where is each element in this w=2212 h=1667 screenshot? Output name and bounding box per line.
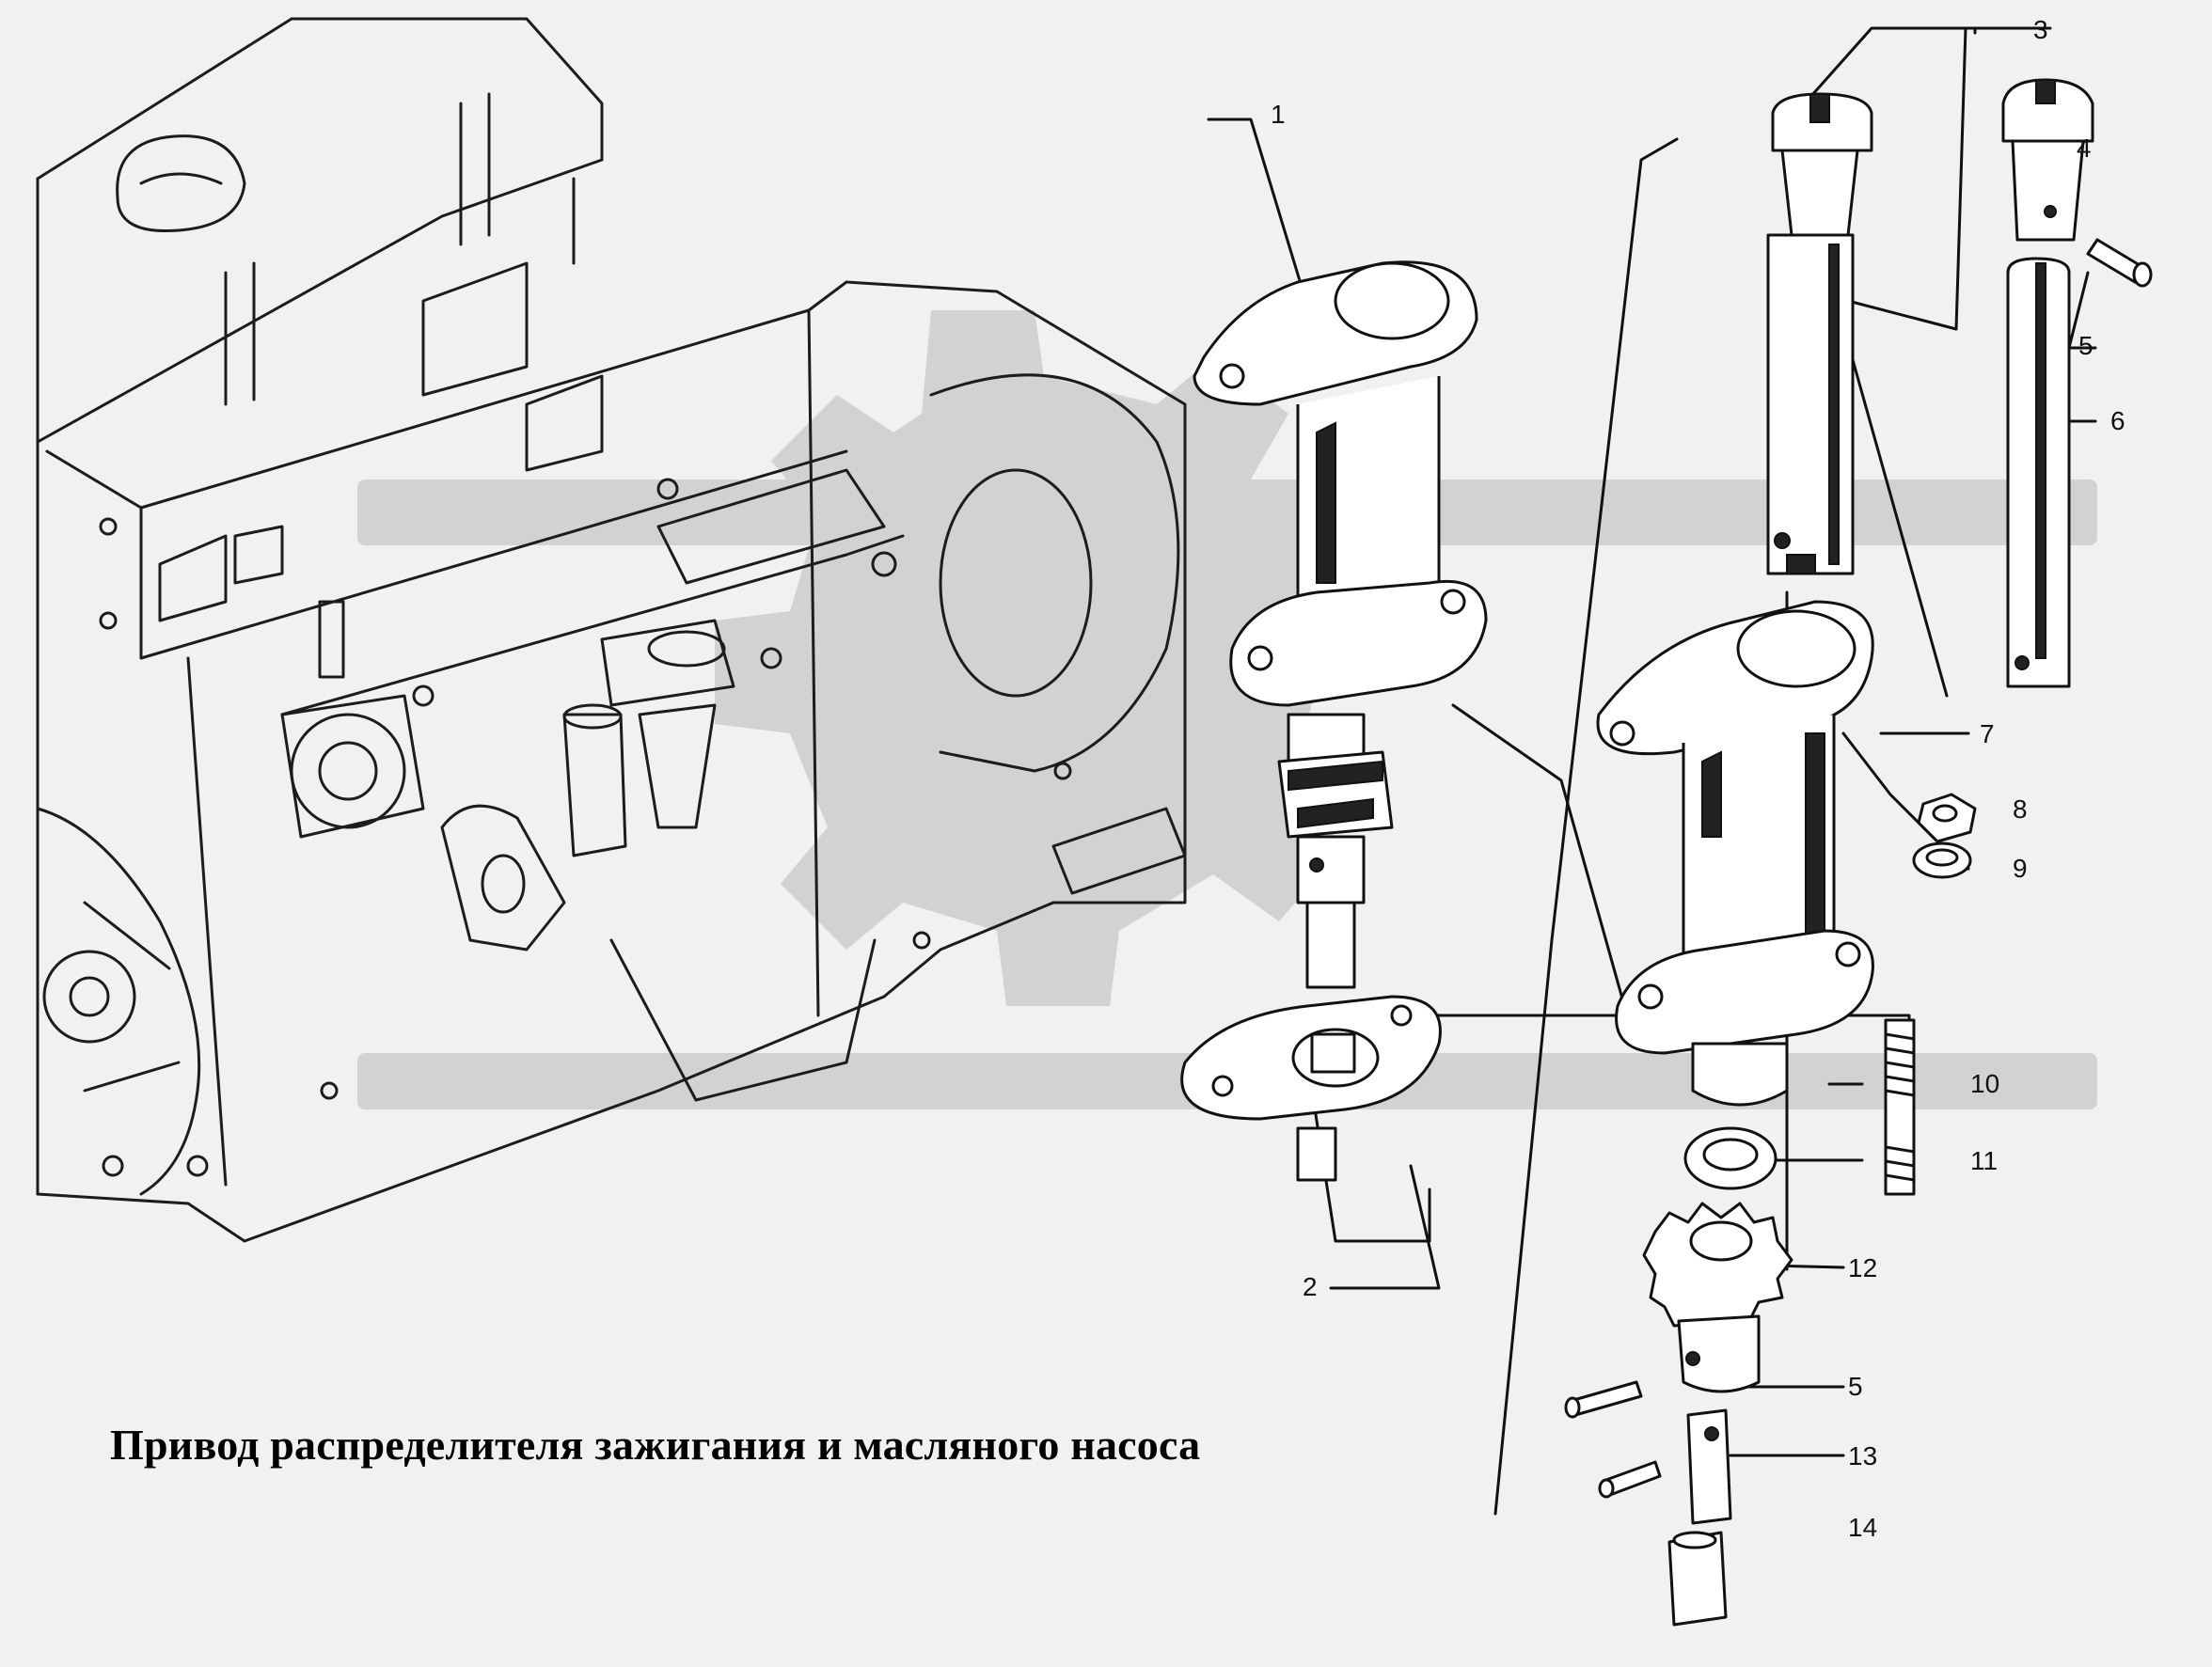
callout-labels: 1 2 3 4 5 6 7 8 9 10 11 12 5 13 14: [1271, 15, 2125, 1542]
callout-12: 12: [1848, 1253, 1877, 1282]
callout-7: 7: [1980, 719, 1995, 748]
callout-8: 8: [2013, 794, 2028, 824]
callout-3: 3: [2033, 15, 2048, 44]
callout-4: 4: [2077, 134, 2092, 163]
callout-5: 5: [2078, 331, 2094, 360]
callout-9: 9: [2013, 854, 2028, 883]
part-2-gasket: [1180, 995, 1442, 1182]
part-10-stud: [1884, 1018, 1916, 1196]
callout-11: 11: [1970, 1146, 1998, 1175]
diagram-title: Привод распределителя зажигания и маслян…: [110, 1421, 1201, 1469]
part-8-nut: [1917, 793, 1977, 843]
part-14-pin: [1598, 1460, 1662, 1499]
callout-13: 13: [1848, 1441, 1877, 1470]
callout-5-lower: 5: [1848, 1372, 1863, 1401]
callout-6: 6: [2110, 406, 2125, 435]
part-9-washer: [1912, 841, 1972, 879]
callout-14: 14: [1848, 1513, 1877, 1542]
part-4-bushing: [2001, 78, 2094, 242]
engine-block: [36, 17, 1187, 1243]
watermark-logo: [357, 310, 2097, 1109]
part-13-sleeve: [1686, 1408, 1732, 1525]
callout-1: 1: [1271, 100, 1286, 129]
part-1-drive-housing: [1193, 260, 1488, 989]
part-12-gear: [1642, 1202, 1793, 1393]
part-5-pin: [2086, 238, 2153, 288]
part-7-housing: [1596, 600, 1874, 1107]
part-lower-key: [1667, 1531, 1728, 1627]
callout-10: 10: [1970, 1069, 1999, 1098]
part-5-pin-lower: [1564, 1380, 1643, 1419]
part-3-shaft: [1766, 92, 1873, 575]
part-11-washer: [1683, 1126, 1778, 1190]
part-6-shaft: [2006, 257, 2071, 688]
callout-2: 2: [1303, 1272, 1318, 1301]
